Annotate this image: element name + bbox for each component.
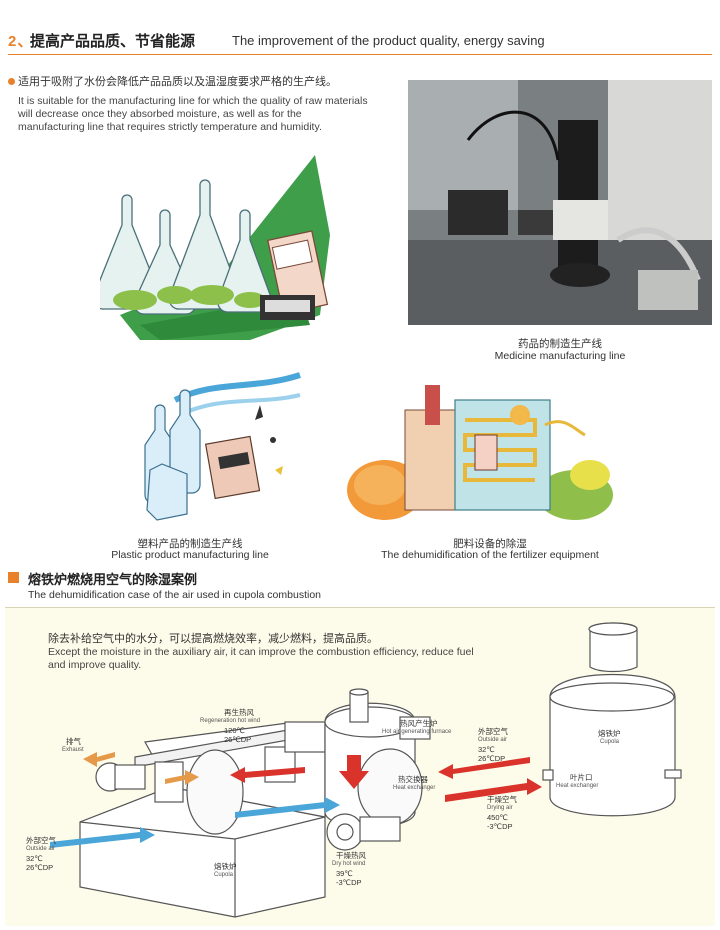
section-title-en: The improvement of the product quality, … (232, 33, 545, 48)
label-cupola-bottom-cn: 熔铁炉 (214, 862, 237, 871)
section2-title-en: The dehumidification case of the air use… (28, 589, 322, 601)
label-regen-cn: 再生热风 (224, 708, 254, 717)
medicine-lab-photo (408, 80, 712, 325)
label-exhaust-en: Exhaust (62, 747, 84, 753)
label-outside-left-en: Outside air (26, 846, 56, 852)
plastic-caption-en: Plastic product manufacturing line (111, 549, 269, 561)
bullet-dot (8, 78, 15, 85)
cupola-dehumidification-diagram (50, 622, 682, 918)
label-regen-temp: 120℃ (224, 726, 245, 735)
medicine-caption-cn: 药品的制造生产线 (518, 338, 602, 350)
label-blade-cn: 叶片口 (570, 773, 593, 782)
label-blade-en: Heat exchanger (556, 783, 599, 789)
intro-text-cn: 适用于吸附了水份会降低产品品质以及温湿度要求严格的生产线。 (18, 76, 337, 88)
label-exhaust-cn: 排气 (66, 737, 81, 746)
label-dry-air-cdp: -3℃DP (487, 822, 513, 831)
fertilizer-caption-cn: 肥料设备的除湿 (453, 538, 527, 550)
medicine-flasks-illustration (100, 155, 330, 340)
label-dry-air-temp: 450℃ (487, 813, 508, 822)
label-outside-left-temp: 32℃ (26, 854, 43, 863)
label-cupola-bottom-en: Cupola (214, 872, 234, 878)
label-regen-en: Regeneration hot wind (200, 718, 261, 724)
label-cupola-right-en: Cupola (600, 739, 620, 745)
label-hotair-en: Hot air generating furnace (382, 729, 452, 735)
label-outside-right-en: Outside air (478, 737, 508, 743)
medicine-caption-en: Medicine manufacturing line (494, 350, 626, 362)
label-dryhot-temp: 39℃ (336, 869, 353, 878)
label-dryhot-cdp: -3℃DP (336, 878, 362, 887)
section2-marker (8, 572, 19, 583)
label-dryhot-cn: 干燥热风 (336, 851, 366, 860)
label-cupola-right-cn: 熔铁炉 (598, 729, 621, 738)
plastic-caption-cn: 塑料产品的制造生产线 (137, 538, 243, 550)
label-outside-left-cdp: 26℃DP (26, 863, 54, 872)
label-dry-air-cn: 干燥空气 (487, 795, 517, 804)
label-dryhot-en: Dry hot wind (332, 861, 366, 867)
header-divider (8, 54, 712, 55)
label-outside-right-temp: 32℃ (478, 745, 495, 754)
label-hx-en: Heat exchanger (393, 785, 436, 791)
fertilizer-caption-en: The dehumidification of the fertilizer e… (381, 549, 599, 561)
section-number: 2、 (8, 33, 34, 50)
fertilizer-illustration (347, 385, 613, 520)
plastic-bottles-illustration (144, 372, 301, 521)
case-text-en: Except the moisture in the auxiliary air… (48, 646, 474, 671)
label-regen-cdp: 26℃DP (224, 735, 252, 744)
label-outside-right-cn: 外部空气 (478, 727, 508, 736)
section-title-cn: 提高产品品质、节省能源 (30, 33, 196, 50)
section2-title-cn: 熔铁炉燃烧用空气的除湿案例 (28, 572, 198, 587)
label-outside-left-cn: 外部空气 (26, 836, 56, 845)
label-dry-air-en: Drying air (487, 805, 513, 811)
label-hotair-cn: 热风产生炉 (400, 719, 438, 728)
intro-text-en: It is suitable for the manufacturing lin… (18, 95, 368, 133)
label-hx-cn: 热交换器 (398, 775, 428, 784)
case-text-cn: 除去补给空气中的水分，可以提高燃烧效率，减少燃料，提高品质。 (48, 633, 378, 645)
label-outside-right-cdp: 26℃DP (478, 754, 506, 763)
